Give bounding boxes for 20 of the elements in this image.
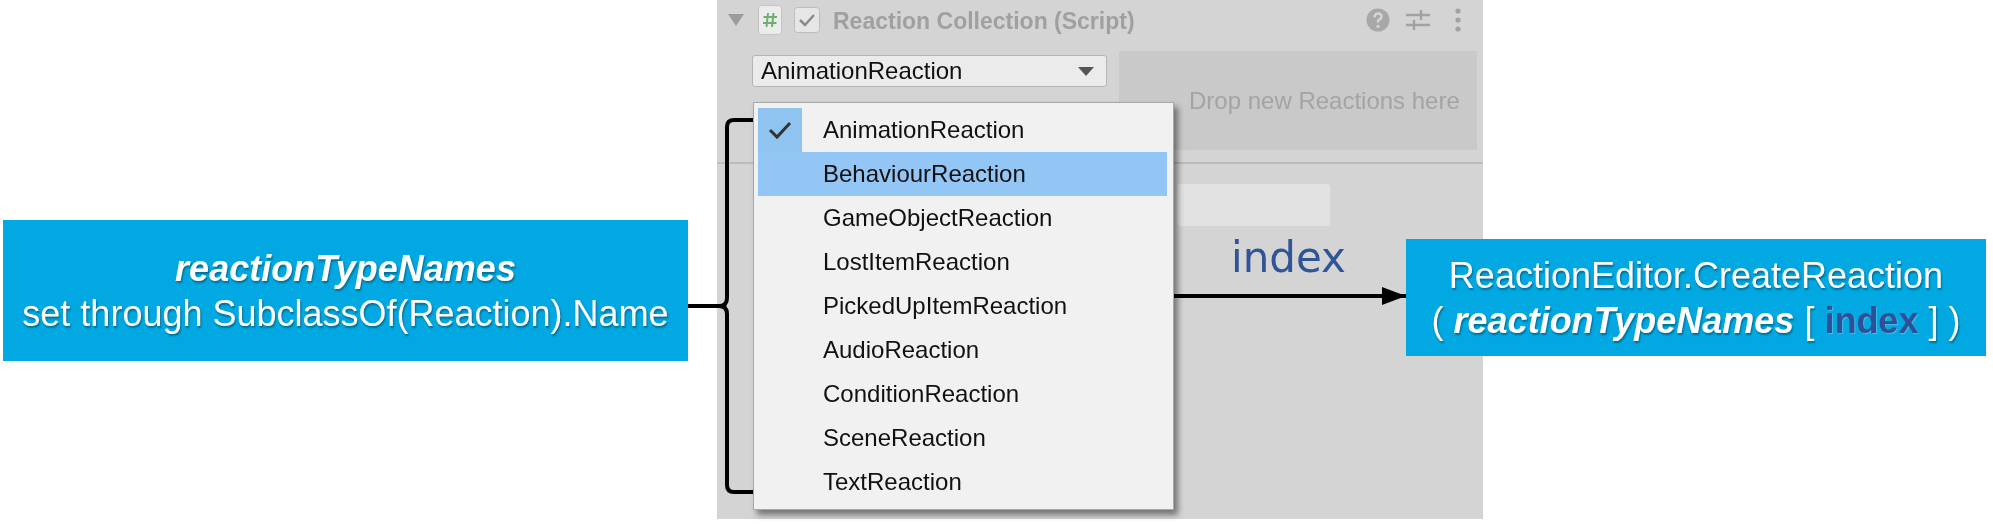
menu-item: LostItemReaction <box>823 248 1010 276</box>
variable-name: reactionTypeNames <box>175 246 516 291</box>
menu-item: PickedUpItemReaction <box>823 292 1068 320</box>
menu-item: AnimationReaction <box>823 116 1025 144</box>
dropdown-menu <box>753 102 1174 510</box>
menu-item: TextReaction <box>823 468 962 496</box>
menu-item: AudioReaction <box>823 336 980 364</box>
menu-item: ConditionReaction <box>823 380 1020 408</box>
argument-text: ( reactionTypeNames [ index ] ) <box>1431 298 1961 343</box>
menu-item: GameObjectReaction <box>823 204 1053 232</box>
callout-box <box>3 220 688 361</box>
menu-item: SceneReaction <box>823 424 986 452</box>
arrow <box>1174 287 1406 305</box>
callout-box <box>1406 239 1986 356</box>
description-text: set through SubclassOf(Reaction).Name <box>22 291 669 336</box>
edge-label: index <box>1231 234 1346 282</box>
highlighted-menu-item: BehaviourReaction <box>758 152 1167 196</box>
dropdown-button: AnimationReaction <box>752 55 1107 87</box>
curly-bracket <box>686 118 755 494</box>
method-call-text: ReactionEditor.CreateReaction <box>1448 253 1944 298</box>
